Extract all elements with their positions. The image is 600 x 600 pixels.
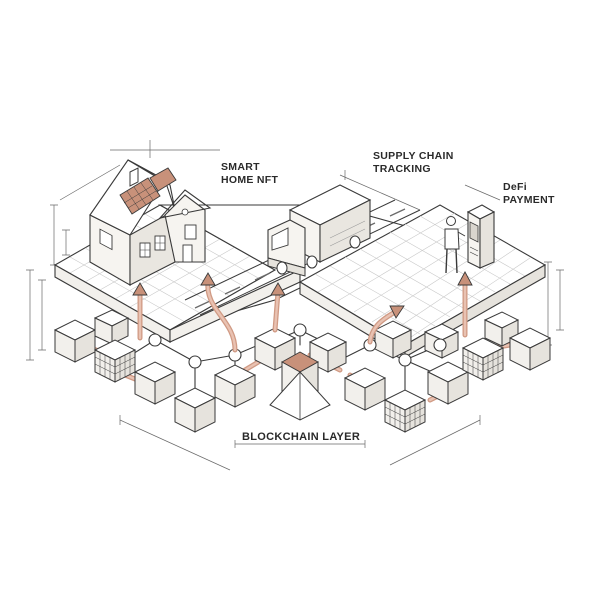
supply-chain-label-line1: SUPPLY CHAIN [373, 150, 454, 162]
core-pyramid-icon [269, 351, 331, 421]
cube-icon [173, 387, 217, 433]
grid-cube-icon [93, 339, 137, 383]
defi-payment-label: DeFi PAYMENT [503, 181, 555, 207]
solar-panel-icon [119, 167, 177, 215]
network-node-icon [148, 323, 447, 369]
cube-icon [423, 323, 460, 359]
atm-icon [466, 204, 496, 269]
defi-label-line2: PAYMENT [503, 194, 555, 206]
cube-icon [53, 319, 97, 363]
cube-icon [213, 364, 257, 408]
cube-icon [93, 309, 130, 345]
cube-icon [508, 327, 552, 371]
smart-home-label-line1: SMART [221, 161, 260, 173]
supply-chain-label-line2: TRACKING [373, 163, 431, 175]
dimension-lines [26, 140, 564, 471]
person-icon [444, 216, 466, 274]
smart-home-nft-label: SMART HOME NFT [221, 161, 278, 187]
grid-cube-icon [461, 337, 505, 381]
blockchain-layer-label: BLOCKCHAIN LAYER [242, 431, 361, 443]
grid-cube-icon [383, 389, 427, 433]
defi-label-line1: DeFi [503, 181, 527, 193]
cube-icon [343, 367, 387, 411]
arrow-up-icon [132, 271, 473, 353]
cube-icon [133, 361, 177, 405]
house-icon [89, 159, 212, 286]
supply-chain-label: SUPPLY CHAIN TRACKING [373, 150, 454, 176]
blockchain-network [53, 309, 552, 433]
cube-icon [373, 320, 413, 359]
smart-home-label-line2: HOME NFT [221, 174, 279, 186]
truck-icon [267, 184, 372, 277]
